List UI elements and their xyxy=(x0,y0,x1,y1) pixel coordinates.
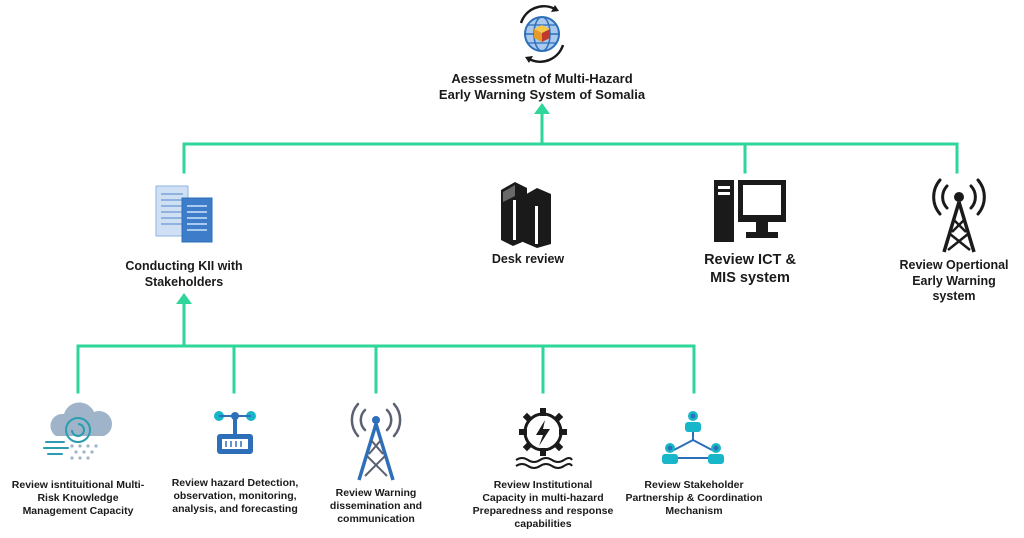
capacity-label-line1: Review Institutional xyxy=(493,479,593,491)
warning-label-line1: Review Warning xyxy=(335,487,417,499)
ews-label-line3: system xyxy=(932,289,976,304)
capacity-label-line4: capabilities xyxy=(514,518,572,531)
risk-label: Review isntituitional Multi- Risk Knowle… xyxy=(0,479,156,518)
books-icon xyxy=(501,182,551,248)
risk-label-line1: Review isntituitional Multi- xyxy=(11,479,145,491)
storm-cloud-icon xyxy=(43,402,112,460)
arrowhead-root xyxy=(534,103,550,114)
risk-label-line2: Risk Knowledge xyxy=(37,492,119,505)
globe-cube-icon xyxy=(519,5,565,63)
radio-tower-icon xyxy=(932,178,986,253)
cell-tower-icon xyxy=(350,402,402,481)
network-people-icon xyxy=(662,411,724,464)
weather-sensor-icon xyxy=(214,411,256,454)
partner-label-line1: Review Stakeholder xyxy=(644,479,744,491)
gear-lightning-icon xyxy=(515,408,573,469)
warning-label-line2: dissemination and xyxy=(329,500,423,513)
kii-label-line2: Stakeholders xyxy=(144,274,224,289)
ews-label-line2: Early Warning xyxy=(912,273,996,288)
kii-label: Conducting KII with Stakeholders xyxy=(104,259,264,290)
partner-label-line2: Partnership & Coordination xyxy=(625,492,763,505)
capacity-label-line3: Preparedness and response xyxy=(472,505,614,518)
arrowhead-kii xyxy=(176,293,192,304)
warning-label-line3: communication xyxy=(337,513,415,526)
kii-label-line1: Conducting KII with xyxy=(125,259,243,273)
hazard-label-line3: analysis, and forecasting xyxy=(172,503,298,516)
documents-icon xyxy=(155,185,213,243)
root-label-line2: Early Warning System of Somalia xyxy=(438,87,646,103)
desk-label: Desk review xyxy=(468,252,588,268)
partner-label-line3: Mechanism xyxy=(665,505,723,518)
root-label-line1: Aessessmetn of Multi-Hazard xyxy=(451,71,633,86)
capacity-label-line2: Capacity in multi-hazard xyxy=(482,492,604,505)
desk-label-line1: Desk review xyxy=(491,252,565,266)
hazard-label: Review hazard Detection, observation, mo… xyxy=(162,477,308,516)
root-label: Aessessmetn of Multi-Hazard Early Warnin… xyxy=(420,71,664,104)
risk-label-line3: Management Capacity xyxy=(22,505,134,518)
ict-label-line2: MIS system xyxy=(710,270,790,287)
computer-icon xyxy=(714,180,786,242)
hazard-label-line2: observation, monitoring, xyxy=(173,490,297,503)
ict-label: Review ICT & MIS system xyxy=(680,251,820,287)
ews-label: Review Opertional Early Warning system xyxy=(888,258,1020,305)
partner-label: Review Stakeholder Partnership & Coordin… xyxy=(614,479,774,518)
warning-label: Review Warning dissemination and communi… xyxy=(312,487,440,526)
ews-label-line1: Review Opertional xyxy=(899,258,1009,272)
capacity-label: Review Institutional Capacity in multi-h… xyxy=(462,479,624,532)
hazard-label-line1: Review hazard Detection, xyxy=(171,477,299,489)
ict-label-line1: Review ICT & xyxy=(704,252,796,268)
